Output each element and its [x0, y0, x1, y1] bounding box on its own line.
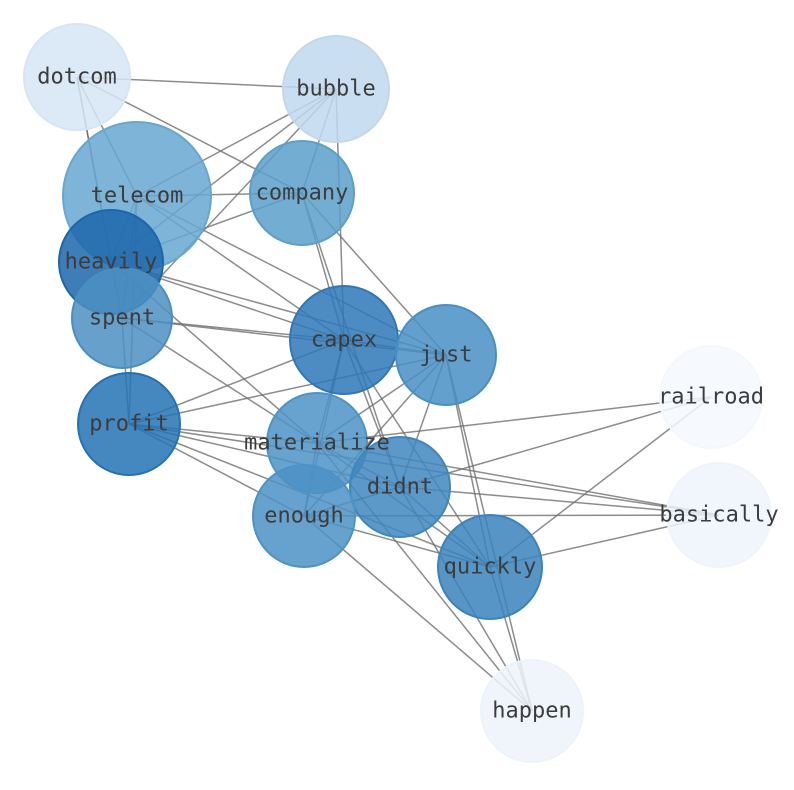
- node-just: [395, 304, 497, 406]
- node-profit: [77, 372, 181, 476]
- node-dotcom: [23, 23, 131, 131]
- node-bubble: [282, 35, 390, 143]
- edge-materialize-railroad: [316, 396, 712, 444]
- node-didnt: [349, 436, 451, 538]
- node-basically: [666, 462, 772, 568]
- node-railroad: [659, 345, 763, 449]
- edge-didnt-basically: [399, 486, 720, 516]
- node-layer: [23, 23, 772, 763]
- node-capex: [289, 285, 399, 395]
- node-happen: [480, 659, 584, 763]
- node-company: [249, 140, 355, 246]
- edge-didnt-railroad: [399, 396, 712, 488]
- node-enough: [252, 464, 356, 568]
- node-quickly: [437, 514, 543, 620]
- node-spent: [71, 267, 173, 369]
- edge-just-profit: [128, 354, 447, 425]
